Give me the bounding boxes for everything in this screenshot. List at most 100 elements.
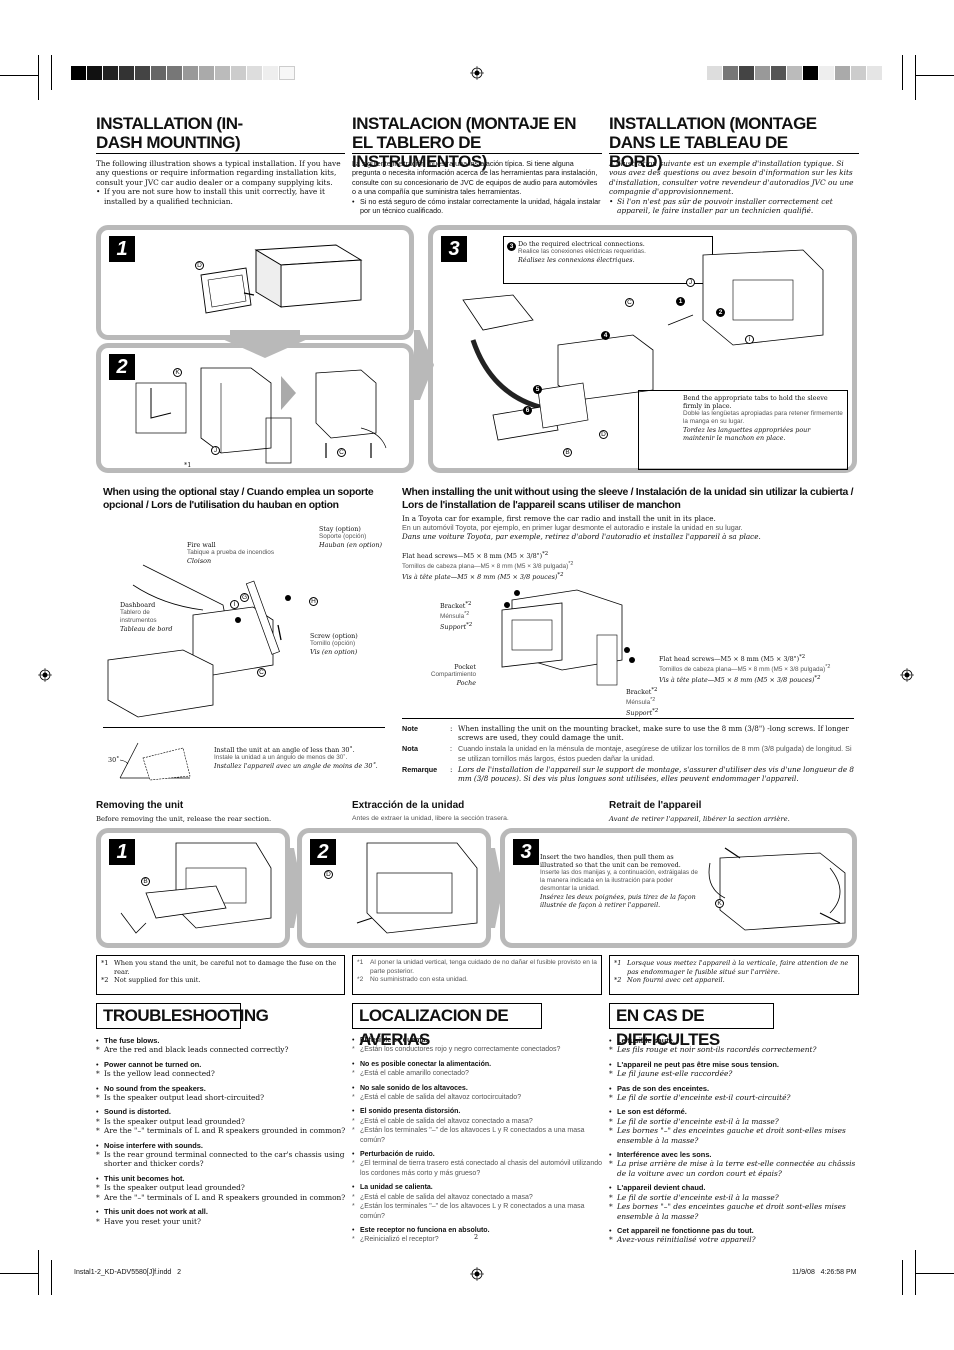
heading-es: INSTALACION (MONTAJE EN EL TABLERO DE IN… [352,114,576,171]
troubleshoot-question: The fuse blows. [96,1036,346,1045]
troubleshoot-item: El sonido presenta distorsión.¿Está el c… [352,1107,602,1145]
intro-es: La siguiente ilustración muestra una ins… [352,159,601,216]
sleeve-diagram: Flat head screws—M5 × 8 mm (M5 × 3/8")*2… [402,551,831,718]
troubleshooting-list-fr: Le fusible saute.Les fils rouge et noir … [609,1036,859,1250]
color-bar-right [707,66,883,80]
troubleshoot-item: Le son est déformé.Le fil de sortie d'en… [609,1107,859,1145]
troubleshooting-list-es: El fusible se quema.¿Están los conductor… [352,1036,602,1250]
troubleshoot-item: Pas de son des enceintes.Le fil de sorti… [609,1084,859,1103]
color-bar-left [71,66,295,80]
troubleshoot-question: Pas de son des enceintes. [609,1084,859,1093]
troubleshoot-item: This unit does not work at all.Have you … [96,1207,346,1226]
troubleshoot-item: Perturbación de ruido.¿El terminal de ti… [352,1150,602,1178]
removal-1-illustration [120,842,272,934]
troubleshoot-item: No sale sonido de los altavoces.¿Está el… [352,1084,602,1103]
install-step-1-panel: 1 D [96,225,414,340]
troubleshoot-question: El sonido presenta distorsión. [352,1107,602,1116]
troubleshoot-answer: La prise arrière de mise à la terre est-… [609,1159,859,1178]
troubleshoot-answer: Have you reset your unit? [96,1217,346,1226]
install-step-2-panel: 2 K J C *1 [96,343,414,473]
troubleshoot-answer: Is the yellow lead connected? [96,1069,346,1078]
removal-step-3-panel: 3 Insert the two handles, then pull them… [500,828,857,948]
troubleshoot-question: Noise interfere with sounds. [96,1141,346,1150]
angle-text: Install the unit at an angle of less tha… [214,746,378,770]
troubleshoot-answer: Are the "–" terminals of L and R speaker… [96,1126,346,1135]
registration-mark-bottom [470,1267,484,1281]
troubleshoot-item: L'appareil ne peut pas être mise sous te… [609,1060,859,1079]
troubleshoot-answer: Les fils rouge et noir sont-ils racordés… [609,1045,859,1054]
removal-step-1-panel: 1 B [96,828,290,948]
troubleshoot-item: Interférence avec les sons.La prise arri… [609,1150,859,1178]
removing-fr-title: Retrait de l'appareil [609,800,702,811]
troubleshoot-question: Le fusible saute. [609,1036,859,1045]
troubleshoot-answer: Is the speaker output lead grounded? [96,1117,346,1126]
troubleshoot-answer: ¿Está el cable de salida del altavoz con… [352,1117,602,1126]
notes: Note : When installing the unit on the m… [402,724,854,784]
troubleshoot-answer: Le fil de sortie d'enceinte est-il court… [609,1093,859,1102]
troubleshoot-answer: ¿Está el cable amarillo conectado? [352,1069,602,1078]
troubleshoot-question: No sound from the speakers. [96,1084,346,1093]
troubleshoot-answer: ¿Está el cable de salida del altavoz con… [352,1193,602,1202]
troubleshoot-item: Este receptor no funciona en absoluto.¿R… [352,1226,602,1245]
flow-arrow-1-2 [220,330,310,358]
troubleshoot-answer: Le fil jaune est-elle raccordée? [609,1069,859,1078]
page-number: 2 [474,1233,479,1241]
troubleshoot-answer: Is the speaker output lead short-circuit… [96,1093,346,1102]
troubleshoot-answer: Les bornes "–" des enceintes gauche et d… [609,1126,859,1145]
troubleshoot-item: Sound is distorted.Is the speaker output… [96,1107,346,1135]
angle-diagram [119,742,191,781]
troubleshoot-answer: ¿Están los terminales "–" de los altavoc… [352,1202,602,1221]
dashboard-mounting-illustration [462,249,824,441]
footer-file: Instal1-2_KD-ADV5580[J]f.indd 2 [74,1269,182,1276]
troubleshoot-question: This unit becomes hot. [96,1174,346,1183]
troubleshoot-question: Power cannot be turned on. [96,1060,346,1069]
troubleshoot-question: Interférence avec les sons. [609,1150,859,1159]
troubleshoot-question: L'appareil devient chaud. [609,1183,859,1192]
troubleshoot-question: Este receptor no funciona en absoluto. [352,1226,602,1235]
removal-2-illustration [356,842,478,934]
troubleshoot-question: Le son est déformé. [609,1107,859,1116]
flow-arrow-r2 [491,848,503,928]
heading-fr: INSTALLATION (MONTAGE DANS LE TABLEAU DE… [609,114,817,171]
troubleshoot-answer: ¿Reinicializó el receptor? [352,1235,602,1244]
troubleshooting-title-fr: EN CAS DE DIFFICULTES [609,1003,774,1049]
troubleshoot-item: No es posible conectar la alimentación.¿… [352,1060,602,1079]
troubleshoot-item: This unit becomes hot.Is the speaker out… [96,1174,346,1202]
troubleshoot-question: No es posible conectar la alimentación. [352,1060,602,1069]
intro-en: The following illustration shows a typic… [96,159,341,206]
troubleshoot-item: Cet appareil ne fonctionne pas du tout.A… [609,1226,859,1245]
troubleshoot-question: L'appareil ne peut pas être mise sous te… [609,1060,859,1069]
footer-date: 11/9/08 4:26:58 PM [792,1269,857,1276]
troubleshoot-item: Le fusible saute.Les fils rouge et noir … [609,1036,859,1055]
troubleshooting-title-en: TROUBLESHOOTING [96,1003,269,1029]
troubleshoot-question: El fusible se quema. [352,1036,602,1045]
troubleshoot-answer: ¿Están los terminales "–" de los altavoc… [352,1126,602,1145]
troubleshoot-answer: Are the red and black leads connected co… [96,1045,346,1054]
sleeve-intro: In a Toyota car for example, first remov… [402,514,761,542]
troubleshoot-item: La unidad se calienta.¿Está el cable de … [352,1183,602,1221]
troubleshoot-answer: ¿Está el cable de salida del altavoz cor… [352,1093,602,1102]
troubleshoot-answer: Is the rear ground terminal connected to… [96,1150,346,1169]
troubleshoot-answer: Le fil de sortie d'enceinte est-il à la … [609,1117,859,1126]
troubleshoot-answer: Are the "–" terminals of L and R speaker… [96,1193,346,1202]
install-step-3-panel: 3 3 Do the required electrical connectio… [428,225,857,473]
troubleshoot-item: No sound from the speakers.Is the speake… [96,1084,346,1103]
sleeve-illustration [200,244,363,314]
bend-tabs-illustration [135,367,387,464]
troubleshoot-question: La unidad se calienta. [352,1183,602,1192]
troubleshooting-list-en: The fuse blows.Are the red and black lea… [96,1036,346,1231]
troubleshoot-question: Perturbación de ruido. [352,1150,602,1159]
removing-es-title: Extracción de la unidad [352,800,465,811]
troubleshoot-question: Sound is distorted. [96,1107,346,1116]
troubleshoot-answer: Is the speaker output lead grounded? [96,1183,346,1192]
troubleshoot-question: Cet appareil ne fonctionne pas du tout. [609,1226,859,1235]
flow-arrow-r1 [290,848,302,928]
troubleshoot-answer: ¿El terminal de tierra trasero está cone… [352,1159,602,1178]
sleeve-title: When installing the unit without using t… [402,487,854,511]
stay-title: When using the optional stay / Cuando em… [103,487,374,511]
troubleshoot-answer: Le fil de sortie d'enceinte est-il à la … [609,1193,859,1202]
troubleshoot-item: Noise interfere with sounds.Is the rear … [96,1141,346,1169]
